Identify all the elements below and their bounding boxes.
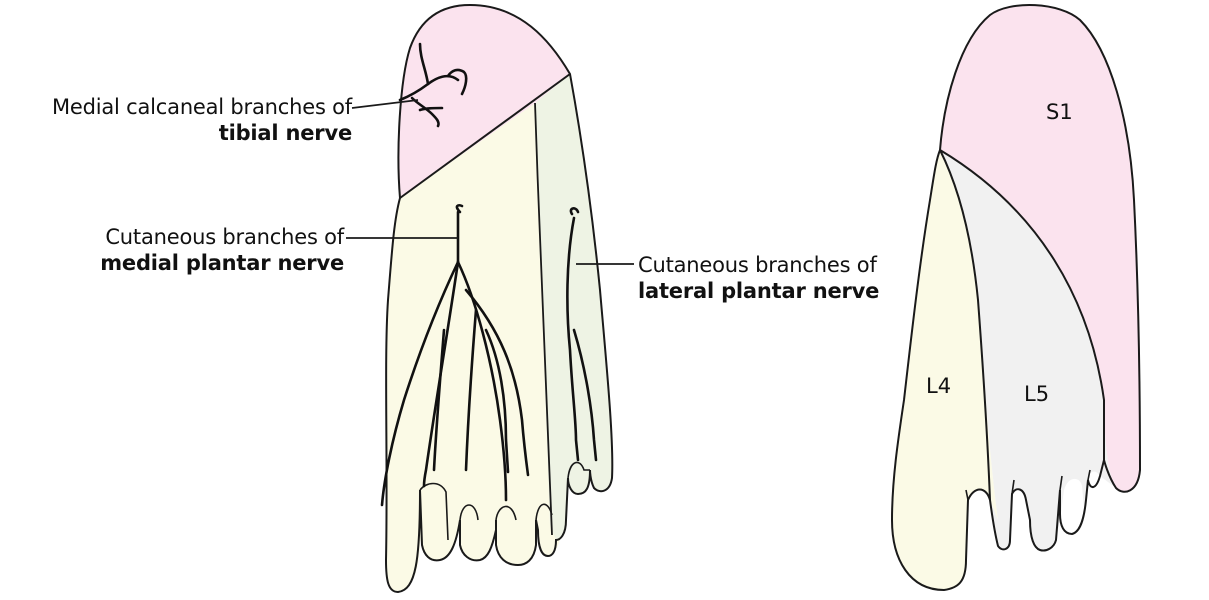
right-foot-outline: [890, 3, 1142, 592]
rf-toe-crease-1: [965, 489, 969, 501]
right-foot: [890, 3, 1142, 592]
calcaneal-region: [398, 5, 570, 198]
label-medial-plantar-line1: Cutaneous branches of: [105, 225, 344, 249]
label-lateral-plantar: Cutaneous branches of lateral plantar ne…: [638, 252, 908, 304]
rf-toe-crease-4: [1087, 469, 1091, 481]
label-medial-plantar: Cutaneous branches of medial plantar ner…: [40, 224, 344, 276]
label-lateral-plantar-line2: lateral plantar nerve: [638, 279, 880, 303]
dermatome-s1-label: S1: [1046, 100, 1073, 124]
label-medial-calcaneal: Medial calcaneal branches of tibial nerv…: [10, 94, 352, 146]
s1-region: [940, 4, 1140, 492]
lateral-plantar-nerve: [566, 207, 598, 462]
label-lateral-plantar-line1: Cutaneous branches of: [638, 253, 877, 277]
toe-crease-5: [567, 461, 590, 479]
medial-plantar-nerve: [380, 203, 530, 507]
left-foot-outline: [384, 3, 614, 594]
leader-lines: [346, 99, 634, 265]
label-medial-calcaneal-line2: tibial nerve: [218, 121, 352, 145]
boundary-l4-l5: [939, 149, 991, 501]
dermatome-l5-label: L5: [1024, 382, 1050, 406]
label-medial-plantar-line2: medial plantar nerve: [100, 251, 344, 275]
label-medial-calcaneal-line1: Medial calcaneal branches of: [51, 95, 352, 119]
toe-crease-3: [495, 505, 517, 521]
toe-crease-4: [535, 503, 553, 521]
rf-toe-crease-3: [1059, 475, 1063, 491]
l4-region: [892, 150, 998, 590]
calcaneal-nerve-branches: [398, 42, 468, 128]
left-foot: [380, 3, 614, 594]
toe-crease-2: [459, 504, 479, 521]
rf-toe-crease-2: [1011, 479, 1015, 495]
dermatome-l4-label: L4: [926, 374, 952, 398]
boundary-calcaneal: [399, 73, 571, 199]
leader-medial-calcaneal: [351, 99, 419, 109]
boundary-lateral: [534, 102, 553, 536]
l5-region: [940, 150, 1116, 551]
toe-crease-1: [419, 482, 449, 541]
boundary-s1: [939, 149, 1105, 460]
